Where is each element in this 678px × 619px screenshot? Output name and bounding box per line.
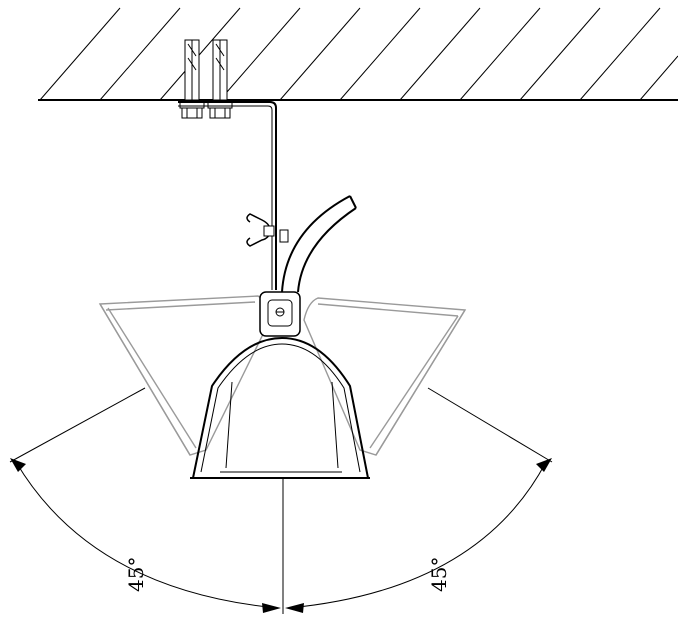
anchor-bolts	[179, 39, 233, 119]
ceiling	[38, 7, 678, 101]
lamp-shade-tilted-left	[98, 295, 271, 456]
angle-label-right: 45°	[427, 557, 451, 592]
wing-nut	[246, 213, 289, 247]
extension-line-left	[9, 387, 146, 463]
ceiling-hatching	[39, 7, 678, 101]
extension-line-right	[427, 387, 553, 463]
lamp-shade-center	[190, 336, 370, 479]
mounting-bracket	[178, 101, 277, 290]
angle-dimension-right	[285, 458, 552, 613]
swivel-joint	[259, 291, 301, 337]
angle-dimension-left	[10, 458, 281, 613]
power-cable	[281, 195, 357, 293]
angle-label-left: 45°	[124, 557, 148, 592]
lamp-shade-tilted-right	[303, 297, 467, 456]
